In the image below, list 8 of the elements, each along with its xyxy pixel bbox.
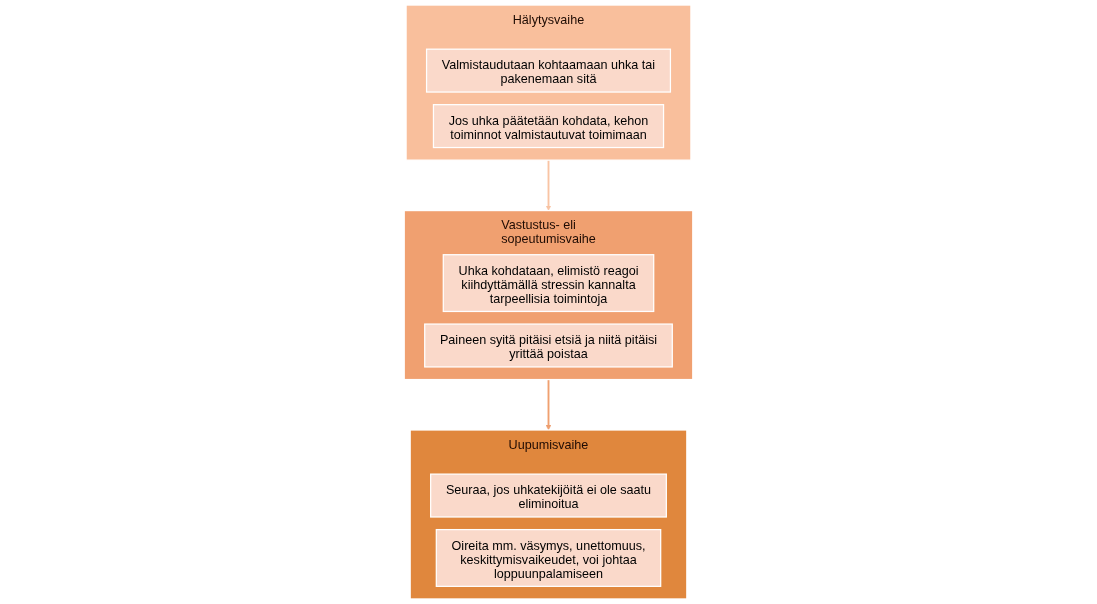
node-box: Jos uhka päätetään kohdata, kehon toiminnot valmistautuvat toimimaan <box>432 104 665 149</box>
node-box: Seuraa, jos uhkatekijöitä ei ole saatu eliminoitua <box>430 473 667 518</box>
arrow <box>545 378 552 431</box>
node-box: Uhka kohdataan, elimistö reagoi kiihdyttämällä stressin kannalta tarpeellisia toimintoja <box>442 254 655 313</box>
node-box: Oireita mm. väsymys, unettomuus, keskittymisvaikeudet, voi johtaa loppuunpalamiseen <box>435 528 662 587</box>
node-box: Valmistaudutaan kohtaamaan uhka tai pakenemaan sitä <box>425 48 672 93</box>
arrow <box>545 159 552 211</box>
node-box: Paineen syitä pitäisi etsiä ja niitä pitäisi yrittää poistaa <box>424 323 673 368</box>
